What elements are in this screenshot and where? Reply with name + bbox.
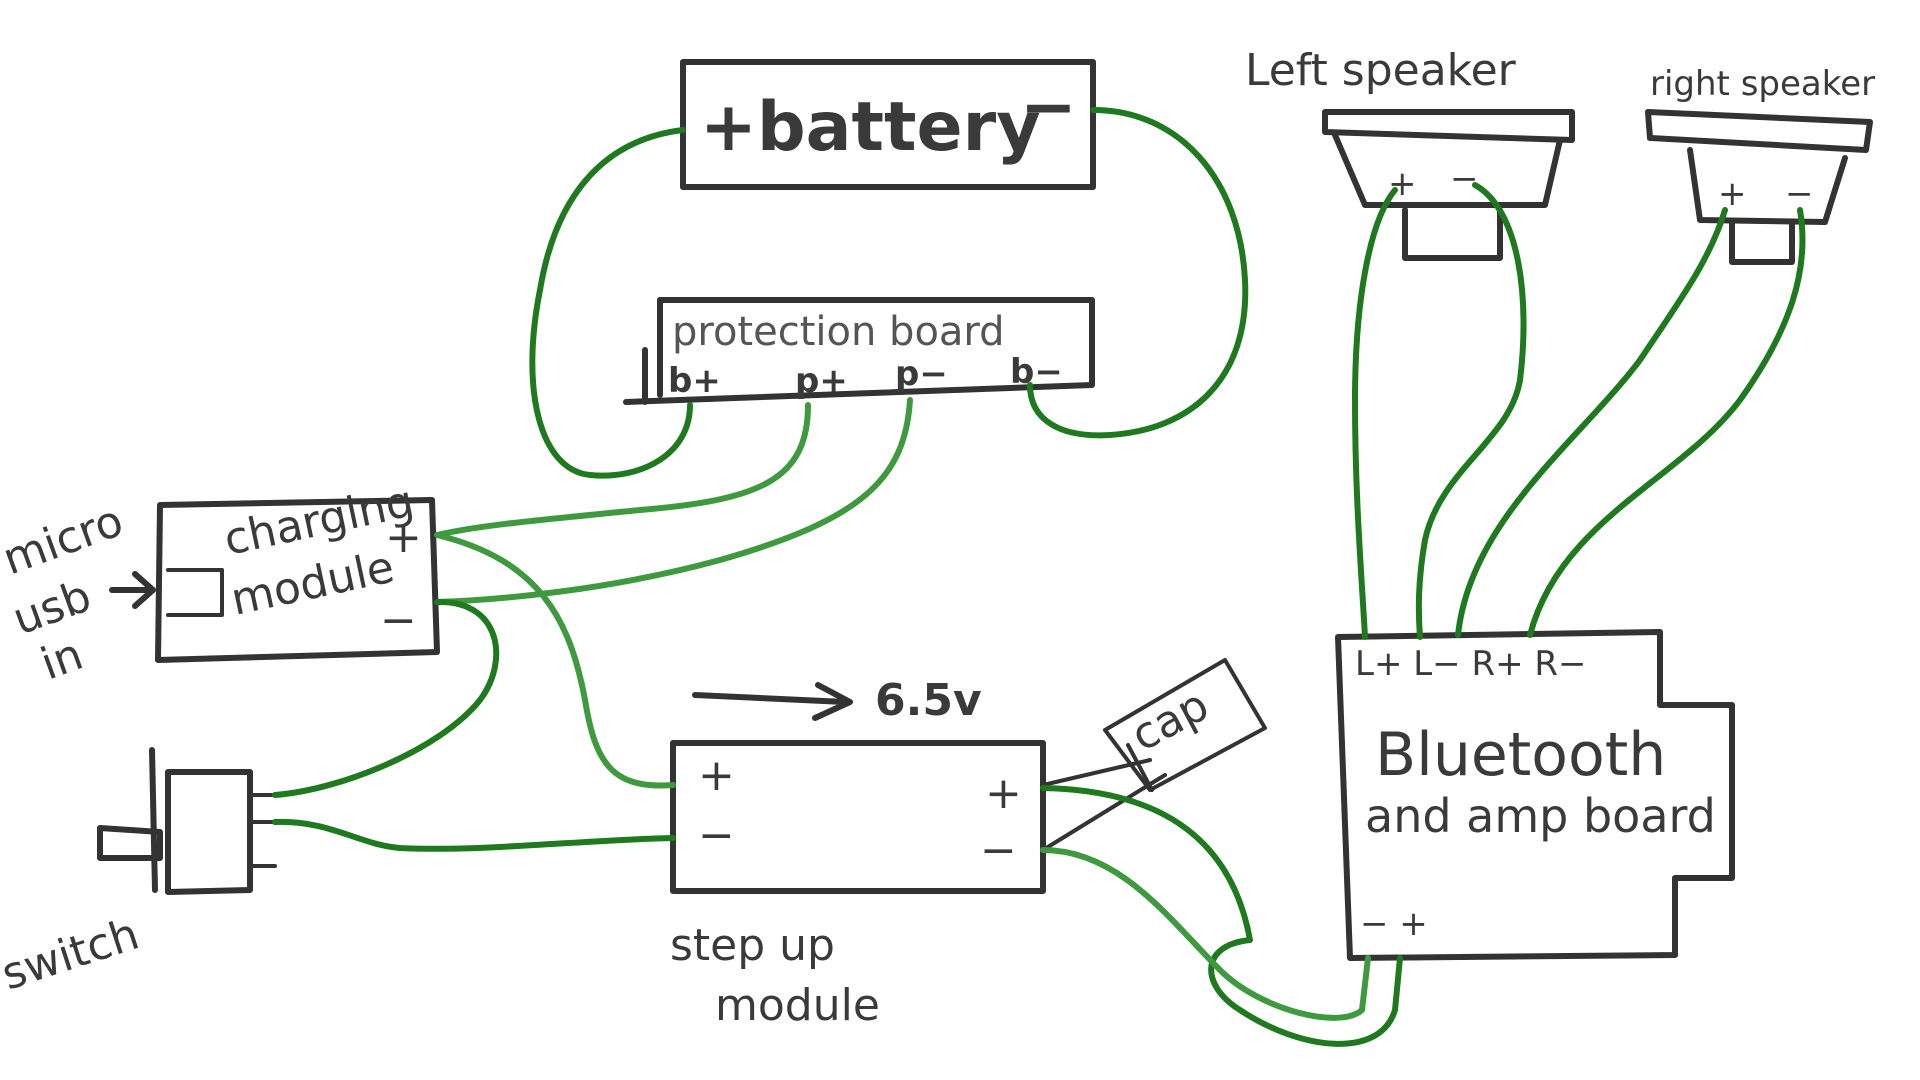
terminal-b-minus: b− [1010,352,1063,392]
step-up-plus-in-label: + [698,750,735,801]
left-speaker-minus-label: − [1450,159,1479,199]
bluetooth-amp-board: L+ L− R+ R− Bluetooth and amp board − + [1335,629,1735,961]
bt-board-terminals: L+ L− R+ R− [1355,644,1587,684]
charging-minus-label: − [380,595,417,646]
step-up-outline [670,740,1046,894]
capacitor: cap [1041,658,1267,852]
wire-left-plus [1352,187,1398,640]
battery: +battery − [680,59,1096,190]
wire-stepup-minus-to-bt [1040,847,1371,1021]
protection-board: protection board b+ p+ p− b− [623,297,1095,405]
micro-usb-input: micro usb in [0,495,156,690]
bt-board-label-1: Bluetooth [1375,720,1666,790]
bt-board-power-terminals: − + [1360,904,1428,944]
switch-label: switch [0,909,145,1001]
usb-port [166,568,224,617]
charging-plus-label: + [385,512,422,563]
left-speaker-label: Left speaker [1245,45,1517,96]
voltage-label: 6.5v [875,675,982,726]
step-up-minus-out-label: − [980,825,1017,876]
step-up-minus-in-label: − [698,810,735,861]
right-speaker-cone [1687,147,1848,225]
terminal-b-plus: b+ [668,361,721,401]
micro-usb-label-1: micro [0,495,130,585]
wire-right-minus [1527,207,1806,638]
charging-module-outline [155,497,440,663]
protection-board-label: protection board [672,309,1005,355]
right-speaker-label: right speaker [1650,64,1875,104]
right-speaker: right speaker + − [1645,64,1875,265]
wire-charge-to-stepup [434,532,676,789]
switch-lever [97,825,163,861]
capacitor-label: cap [1123,680,1217,762]
switch-body [165,769,253,895]
step-up-label-2: module [715,980,880,1031]
wire-switch-to-stepup [272,818,676,852]
protection-board-outline [623,297,1095,405]
left-speaker-cone [1332,132,1563,208]
battery-label: +battery [700,88,1041,167]
step-up-plus-out-label: + [985,768,1022,819]
switch: switch [0,747,277,1001]
capacitor-outline [1103,658,1267,792]
wire-battery-minus [1027,107,1249,439]
right-speaker-magnet [1729,219,1795,265]
wire-p-plus [434,402,811,538]
wire-charge-to-switch [272,598,500,798]
terminal-p-minus: p− [895,354,948,394]
wire-battery-plus [529,127,693,479]
charging-module: charging module + − [155,476,440,663]
arrow-right-icon [109,571,156,609]
wire-p-minus [434,397,913,605]
wire-right-plus [1455,207,1728,638]
left-speaker: Left speaker + − [1245,45,1575,261]
step-up-label-1: step up [670,920,835,971]
wire-left-minus [1415,182,1527,640]
left-speaker-magnet [1402,207,1503,261]
battery-minus-label: − [1020,68,1077,147]
wires [272,107,1806,1047]
bt-board-label-2: and amp board [1365,789,1716,843]
right-speaker-plus-label: + [1718,174,1747,214]
arrow-right-icon [692,682,853,721]
bt-board-outline [1335,629,1735,961]
step-up-module: + − + − 6.5v step up module [670,675,1046,1031]
terminal-p-plus: p+ [795,361,848,401]
battery-outline [680,59,1096,190]
